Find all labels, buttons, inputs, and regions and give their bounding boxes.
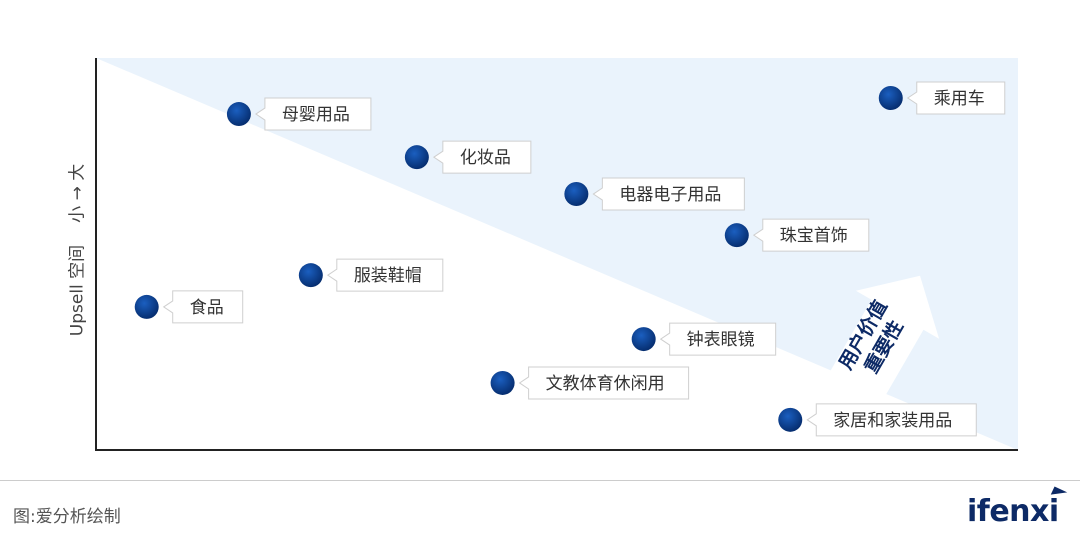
point-label: 化妆品 xyxy=(460,148,511,168)
y-axis-scale: 小 → 大 xyxy=(67,163,88,223)
data-point-1: 化妆品 xyxy=(404,140,532,174)
point-label: 文教体育休闲用 xyxy=(546,374,665,394)
data-point-4: 珠宝首饰 xyxy=(724,218,870,252)
point-marker xyxy=(724,223,749,248)
point-label-box xyxy=(752,218,870,252)
point-label-box xyxy=(806,403,977,437)
point-label-box xyxy=(432,140,532,174)
point-label: 珠宝首饰 xyxy=(780,226,848,246)
y-axis-title: Upsell 空间 xyxy=(67,244,88,337)
scatter-chart: 用户价值 重要性 母婴用品化妆品乘用车电器电子用品珠宝首饰服装鞋帽食品钟表眼镜文… xyxy=(95,58,1018,451)
point-marker xyxy=(631,327,656,352)
data-point-3: 电器电子用品 xyxy=(564,177,745,211)
point-label-box xyxy=(255,97,372,131)
data-point-8: 文教体育休闲用 xyxy=(490,366,690,400)
data-point-6: 食品 xyxy=(134,290,244,324)
data-point-0: 母婴用品 xyxy=(226,97,372,131)
point-marker xyxy=(404,145,429,170)
ifenxi-logo: ifenxi xyxy=(967,494,1059,529)
point-label-box xyxy=(326,258,444,292)
point-marker xyxy=(298,263,323,288)
point-label-box xyxy=(162,290,244,324)
data-point-5: 服装鞋帽 xyxy=(298,258,444,292)
point-label: 母婴用品 xyxy=(282,105,350,125)
high-value-region xyxy=(96,58,1018,450)
point-marker xyxy=(490,370,515,395)
point-marker xyxy=(878,85,903,110)
point-label: 电器电子用品 xyxy=(619,185,721,205)
point-label-box xyxy=(659,322,777,356)
point-label-box xyxy=(518,366,690,400)
point-marker xyxy=(134,294,159,319)
point-label: 家居和家装用品 xyxy=(833,411,952,431)
data-point-2: 乘用车 xyxy=(878,81,1006,115)
point-label: 乘用车 xyxy=(934,89,985,109)
footer-divider xyxy=(0,480,1080,481)
point-label: 服装鞋帽 xyxy=(354,266,422,286)
point-marker xyxy=(564,182,589,207)
point-label-box xyxy=(592,177,745,211)
y-axis-label: Upsell 空间 小 → 大 xyxy=(63,164,88,336)
point-label: 食品 xyxy=(190,298,224,318)
point-marker xyxy=(778,407,803,432)
data-point-7: 钟表眼镜 xyxy=(631,322,777,356)
value-arrow xyxy=(819,275,940,421)
point-label-box xyxy=(906,81,1006,115)
source-note: 图:爱分析绘制 xyxy=(13,507,121,527)
point-label: 钟表眼镜 xyxy=(687,330,755,350)
data-point-9: 家居和家装用品 xyxy=(778,403,977,437)
point-marker xyxy=(226,102,251,127)
